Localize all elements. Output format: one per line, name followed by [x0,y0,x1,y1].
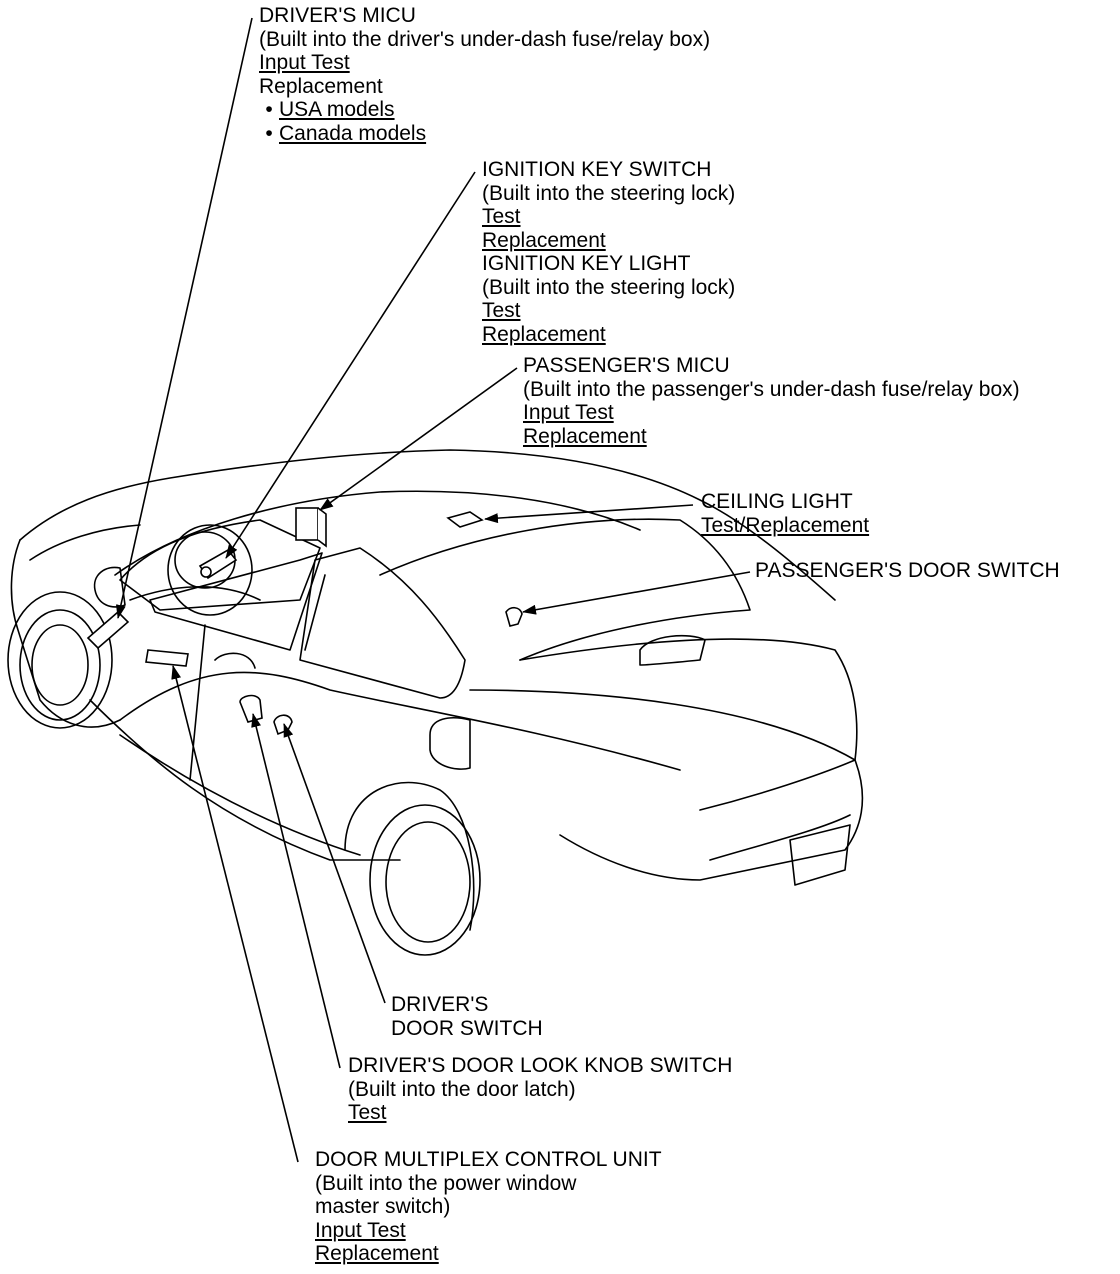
leader-drivers-door-switch [283,723,386,1004]
ignition-key-light-test-link[interactable]: Test [482,299,521,322]
ceiling-light-test-replacement-link[interactable]: Test/Replacement [701,513,870,537]
drivers-door-switch-title-line1: DRIVER'S [391,993,489,1016]
ignition-key-light-replacement-link[interactable]: Replacement [482,322,606,346]
front-wheel [19,609,101,721]
door-lock-knob-switch-note: (Built into the door latch) [348,1077,576,1101]
car-illustration [7,449,864,956]
drivers-micu-canada-models-link[interactable]: Canada models [279,121,427,145]
drivers-micu-note: (Built into the driver's under-dash fuse… [259,27,711,51]
rear-side-window [299,547,466,699]
leader-ignition-key [225,171,476,559]
door-lock-knob-switch [239,694,263,723]
rear-body [469,689,864,881]
passengers-micu-title: PASSENGER'S MICU [523,354,730,377]
leader-lines [115,17,751,1163]
passengers-door-switch-title: PASSENGER'S DOOR SWITCH [755,559,1060,582]
door-lock-knob-switch-title: DRIVER'S DOOR LOOK KNOB SWITCH [348,1054,733,1077]
callout-passengers-door-switch: PASSENGER'S DOOR SWITCH [755,559,1060,583]
body-side-lower [89,699,401,861]
drivers-door-switch-title-line2: DOOR SWITCH [391,1016,543,1040]
door-multiplex-title: DOOR MULTIPLEX CONTROL UNIT [315,1148,662,1171]
trunk-lid [519,638,858,761]
taillight [699,759,856,811]
bullet-icon: • [265,98,273,121]
callout-passengers-micu: PASSENGER'S MICU (Built into the passeng… [523,354,1020,448]
callout-drivers-door-switch: DRIVER'S DOOR SWITCH [391,993,543,1040]
ignition-key-light-title: IGNITION KEY LIGHT [482,252,691,275]
steering-wheel [167,524,253,616]
leader-drivers-micu [115,17,253,619]
drivers-micu-title: DRIVER'S MICU [259,4,416,27]
drivers-micu-input-test-link[interactable]: Input Test [259,51,350,74]
rear-glass [379,518,751,661]
side-mirror [93,566,126,608]
door-cut [189,624,206,781]
drivers-micu-replacement-label: Replacement [259,74,383,98]
bullet-icon: • [265,121,273,145]
high-mount-light [639,634,706,666]
ignition-key-switch-title: IGNITION KEY SWITCH [482,158,712,181]
car-roof-inner [114,490,641,576]
car-roof-outline [19,449,836,601]
door-multiplex-replacement-link[interactable]: Replacement [315,1242,439,1265]
drivers-micu-box [86,610,130,650]
callout-door-multiplex: DOOR MULTIPLEX CONTROL UNIT (Built into … [315,1148,662,1266]
ignition-key-switch-test-link[interactable]: Test [482,205,521,228]
components [86,507,523,736]
passengers-micu-replacement-link[interactable]: Replacement [523,424,647,448]
callout-door-lock-knob-switch: DRIVER'S DOOR LOOK KNOB SWITCH (Built in… [348,1054,732,1125]
ignition-key-light-note: (Built into the steering lock) [482,275,736,299]
leader-passengers-door-switch [522,571,751,615]
ceiling-light-title: CEILING LIGHT [701,490,853,513]
door-handle [214,652,256,669]
front-wheel-arch [7,591,113,729]
rear-wheel-arch [344,781,475,931]
rear-wheel [369,804,481,956]
ceiling-light [446,511,484,528]
rocker [119,734,361,856]
callout-drivers-micu: DRIVER'S MICU (Built into the driver's u… [259,4,710,145]
passengers-micu-note: (Built into the passenger's under-dash f… [523,377,1020,401]
ignition-key-switch-note: (Built into the steering lock) [482,181,736,205]
body-side-upper [119,671,681,771]
leader-door-multiplex [171,665,299,1163]
drivers-micu-usa-models-link[interactable]: USA models [279,98,395,121]
license-plate-area [789,824,851,886]
leader-ceiling-light [484,504,694,524]
ignition-key-switch-replacement-link[interactable]: Replacement [482,228,606,252]
fuel-door [429,717,471,770]
door-multiplex-note-line1: (Built into the power window [315,1171,577,1195]
door-multiplex-unit [145,649,189,667]
hood [10,539,121,728]
callout-ceiling-light: CEILING LIGHT Test/Replacement [701,490,869,537]
front-side-window [149,552,323,651]
door-multiplex-input-test-link[interactable]: Input Test [315,1218,406,1242]
passengers-door-switch [505,606,523,627]
door-lock-knob-switch-test-link[interactable]: Test [348,1101,387,1124]
leader-passengers-micu [319,367,518,511]
leader-door-lock-knob-switch [251,713,341,1069]
drivers-door-switch [273,714,293,736]
door-multiplex-note-line2: master switch) [315,1195,451,1218]
callout-ignition-key: IGNITION KEY SWITCH (Built into the stee… [482,158,735,346]
passengers-micu-input-test-link[interactable]: Input Test [523,401,614,424]
passengers-micu-box [295,507,319,541]
